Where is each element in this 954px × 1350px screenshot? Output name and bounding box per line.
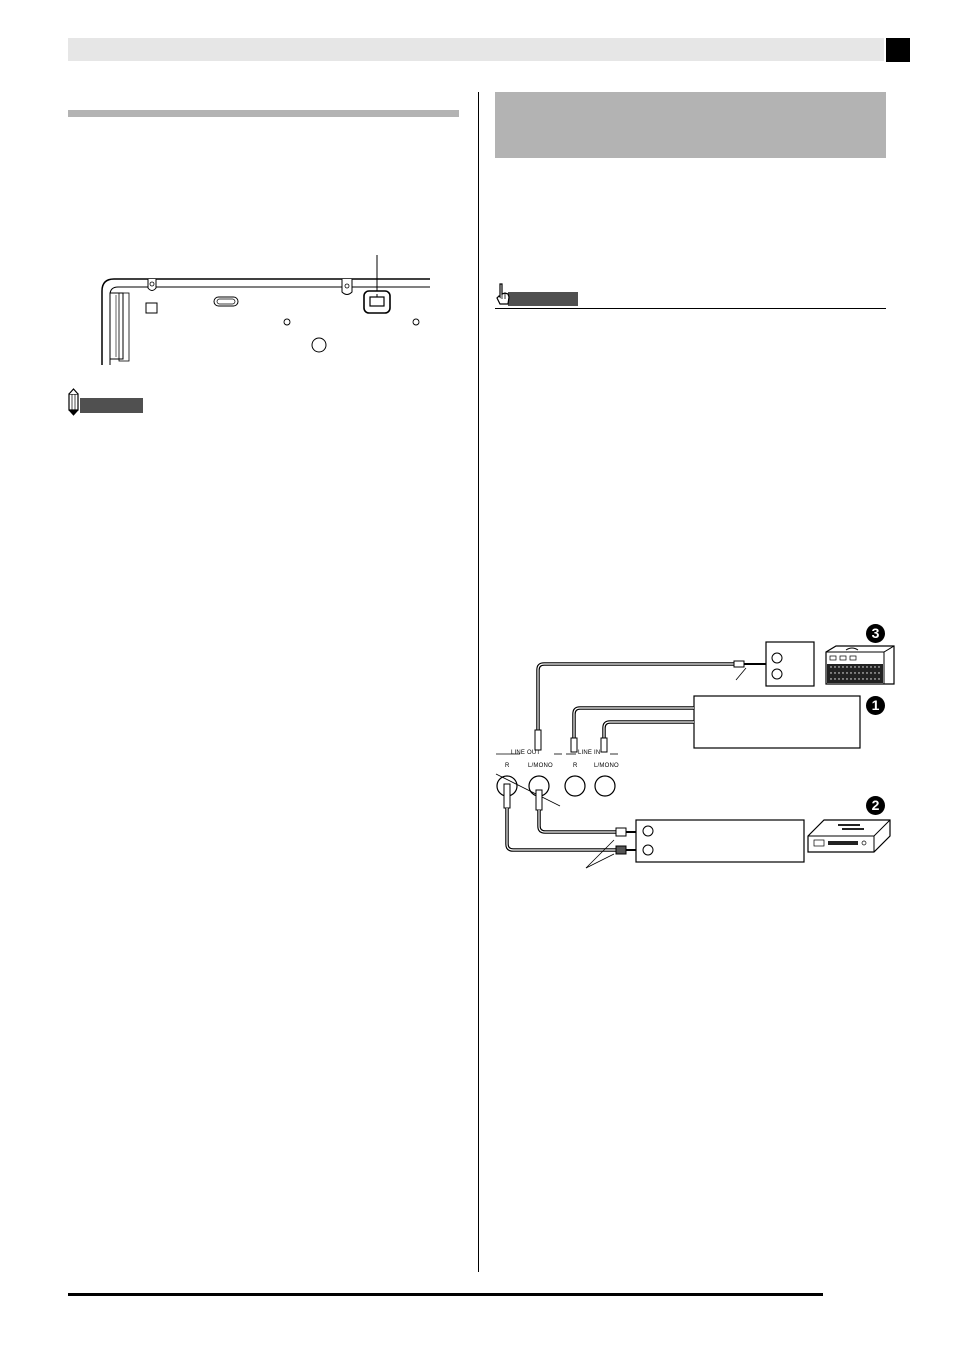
line-out-l-mono-label: L/MONO	[528, 763, 553, 769]
note-label	[80, 398, 143, 413]
right-section-heading-box	[495, 92, 886, 158]
amplifier-jack-panel	[765, 641, 815, 687]
callout-2: 2	[866, 796, 885, 815]
audio-device-box	[693, 695, 861, 749]
recorder-icon	[807, 819, 891, 853]
line-in-label: LINE IN	[578, 750, 601, 756]
line-in-l-mono-jack	[594, 775, 616, 797]
pointing-hand-icon	[496, 283, 510, 305]
callout-1: 1	[866, 696, 885, 715]
page-header-bar	[68, 38, 884, 61]
important-note-label	[508, 292, 578, 306]
important-note-rule	[495, 308, 886, 309]
connection-diagram	[495, 641, 895, 869]
page-header-tab	[886, 38, 910, 62]
column-divider	[478, 92, 479, 1272]
line-in-r-jack	[564, 775, 586, 797]
line-out-r-label: R	[505, 763, 510, 769]
line-out-label: LINE OUT	[511, 750, 541, 756]
pencil-icon	[68, 388, 79, 416]
recorder-jack-panel	[635, 819, 805, 863]
line-in-l-mono-label: L/MONO	[594, 763, 619, 769]
amplifier-icon	[825, 645, 895, 685]
keyboard-bottom-illustration	[101, 255, 430, 365]
line-in-r-label: R	[573, 763, 578, 769]
callout-3: 3	[866, 624, 885, 643]
page-footer-rule	[68, 1293, 823, 1296]
left-section-heading-rule	[68, 110, 459, 117]
